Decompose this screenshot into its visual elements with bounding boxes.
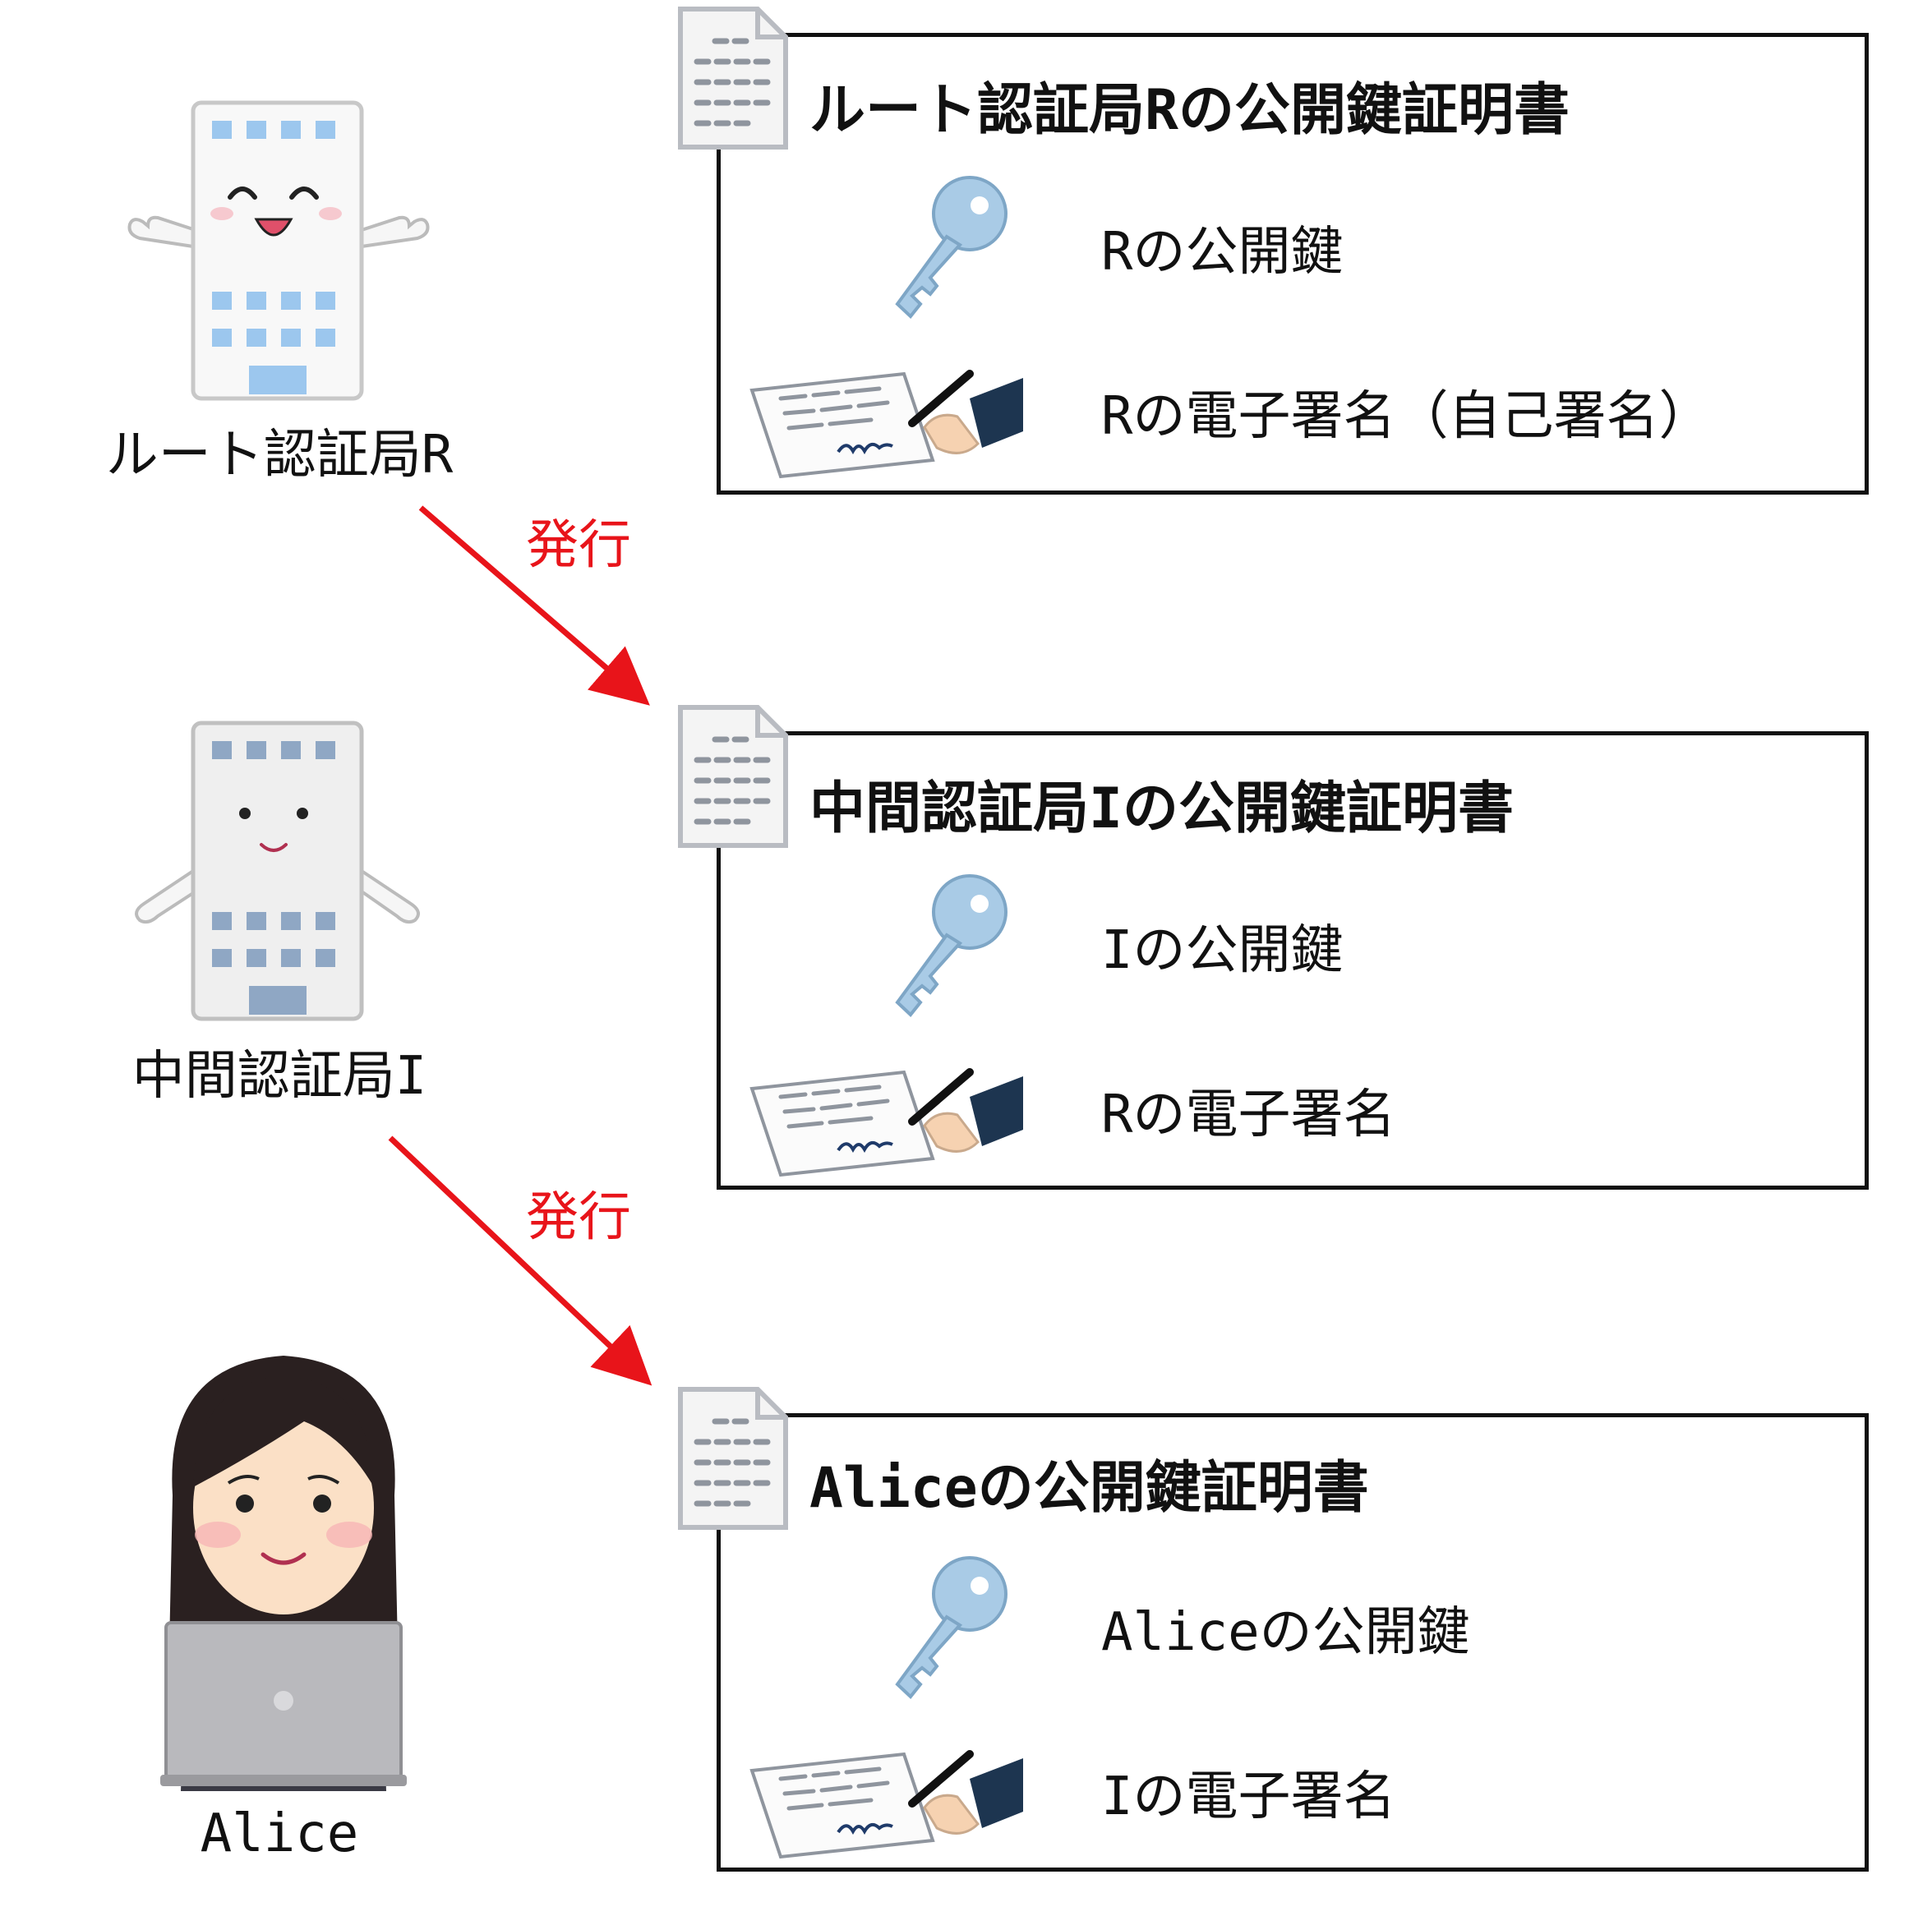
certificate-title-intermediate: 中間認証局Iの公開鍵証明書 [809, 776, 1514, 841]
key-icon [888, 871, 1011, 1019]
document-icon [676, 1384, 791, 1532]
signature-icon [748, 1064, 1027, 1179]
root-ca-building-icon [115, 94, 444, 407]
certificate-signature-alice: Iの電子署名 [1101, 1766, 1396, 1827]
issue-arrow-2-line [388, 1135, 652, 1386]
document-icon [676, 4, 791, 152]
issue-arrow-1-line [418, 505, 650, 706]
certificate-title-alice: Aliceの公開鍵証明書 [809, 1456, 1369, 1521]
intermediate-ca-label: 中間認証局I [131, 1046, 427, 1107]
alice-avatar-icon [148, 1331, 419, 1791]
certificate-public-key-alice: Aliceの公開鍵 [1101, 1602, 1470, 1663]
intermediate-ca-building-icon [115, 715, 444, 1027]
certificate-public-key-root: Rの公開鍵 [1101, 222, 1344, 283]
certificate-signature-root: Rの電子署名（自己署名） [1101, 386, 1712, 447]
signature-icon [748, 366, 1027, 481]
key-icon [888, 173, 1011, 320]
issue-label-1: 発行 [526, 515, 631, 576]
document-icon [676, 702, 791, 850]
key-icon [888, 1553, 1011, 1701]
certificate-signature-intermediate: Rの電子署名 [1101, 1085, 1396, 1145]
certificate-title-root: ルート認証局Rの公開鍵証明書 [809, 78, 1570, 143]
signature-icon [748, 1746, 1027, 1861]
alice-label: Alice [200, 1803, 359, 1864]
issue-label-2: 発行 [526, 1187, 631, 1248]
certificate-public-key-intermediate: Iの公開鍵 [1101, 920, 1344, 981]
root-ca-label: ルート認証局R [105, 425, 454, 486]
